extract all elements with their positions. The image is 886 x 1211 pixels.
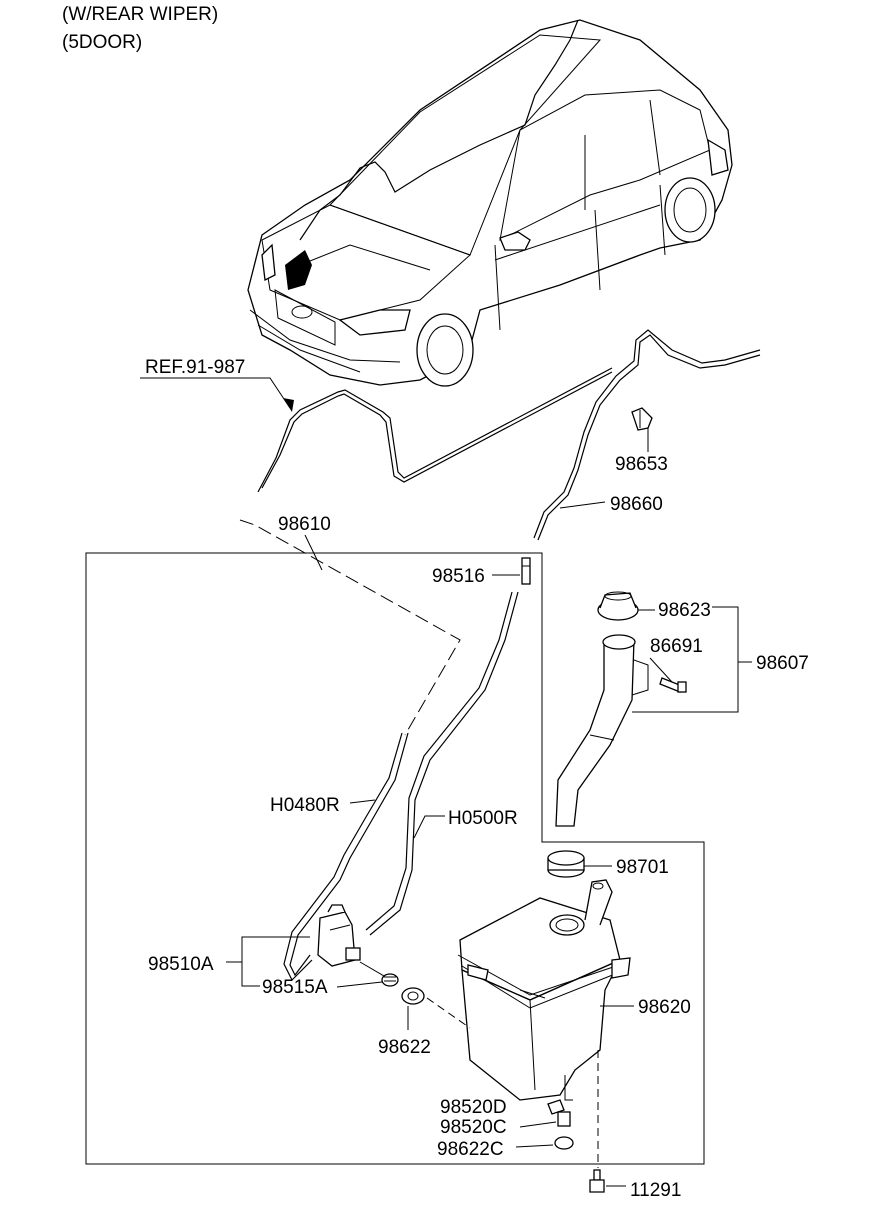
- part-h0500r-leader: [413, 815, 445, 839]
- hose-icon: [257, 367, 613, 493]
- part-11291-label: 11291: [630, 1180, 681, 1201]
- part-98510a-leader: [226, 936, 310, 963]
- hose-h0500r: [365, 591, 519, 936]
- bolt-11291: [589, 1169, 605, 1193]
- part-98607-bracket: [632, 606, 739, 713]
- pump-mount-dashed: [426, 997, 471, 1029]
- filter-link: [359, 961, 385, 977]
- part-98607-label: 98607: [756, 653, 809, 674]
- grommet-98622: [401, 987, 425, 1005]
- part-98520d-label: 98520D: [440, 1097, 507, 1118]
- part-98701-label: 98701: [616, 857, 669, 878]
- part-98622-label: 98622: [378, 1037, 431, 1058]
- nozzle-icon: [547, 1099, 574, 1150]
- diagram-subtitle-5door: (5DOOR): [62, 32, 143, 53]
- part-98610-label: 98610: [278, 514, 331, 535]
- part-h0500r-label: H0500R: [448, 808, 518, 829]
- part-98515a-label: 98515A: [262, 977, 328, 998]
- washer-reservoir-icon: [457, 879, 631, 1101]
- part-98660-leader: [559, 501, 606, 509]
- hose-h0480r: [283, 732, 409, 982]
- part-98610-leader: [304, 534, 323, 571]
- part-98623-label: 98623: [658, 600, 711, 621]
- clip-icon: [631, 407, 653, 431]
- part-98515a-leader: [336, 981, 383, 988]
- part-86691-label: 86691: [650, 636, 703, 657]
- part-98622c-leader: [515, 1144, 554, 1148]
- part-98520c-label: 98520C: [440, 1117, 507, 1138]
- connector-98516: [521, 557, 531, 585]
- part-98516-label: 98516: [432, 566, 485, 587]
- part-98510a-bracket: [241, 962, 260, 987]
- grommet-icon: [547, 850, 585, 878]
- diagram-subtitle-rear-wiper: (W/REAR WIPER): [62, 4, 219, 25]
- part-98610-dashed-leader: [239, 519, 461, 736]
- part-98520c-leader: [519, 1121, 557, 1128]
- part-98510a-label: 98510A: [148, 954, 214, 975]
- filler-neck-icon: [555, 634, 649, 827]
- part-98660-label: 98660: [610, 494, 663, 515]
- rear-hose-98660: [533, 329, 761, 541]
- cap-icon: [597, 591, 639, 621]
- part-h0480r-label: H0480R: [270, 795, 340, 816]
- assembly-boundary: [85, 552, 705, 1165]
- ref-label: REF.91-987: [145, 357, 245, 378]
- filter-98515a: [381, 973, 399, 987]
- part-98622c-label: 98622C: [437, 1139, 504, 1160]
- part-98653-label: 98653: [615, 454, 668, 475]
- ref-leader: [140, 377, 291, 409]
- part-98620-label: 98620: [638, 997, 691, 1018]
- part-h0480r-leader: [349, 799, 376, 804]
- part-86691-leader: [649, 657, 673, 683]
- car-icon: [247, 19, 733, 387]
- washer-pump-icon: [317, 904, 361, 967]
- bolt-icon: [659, 677, 687, 693]
